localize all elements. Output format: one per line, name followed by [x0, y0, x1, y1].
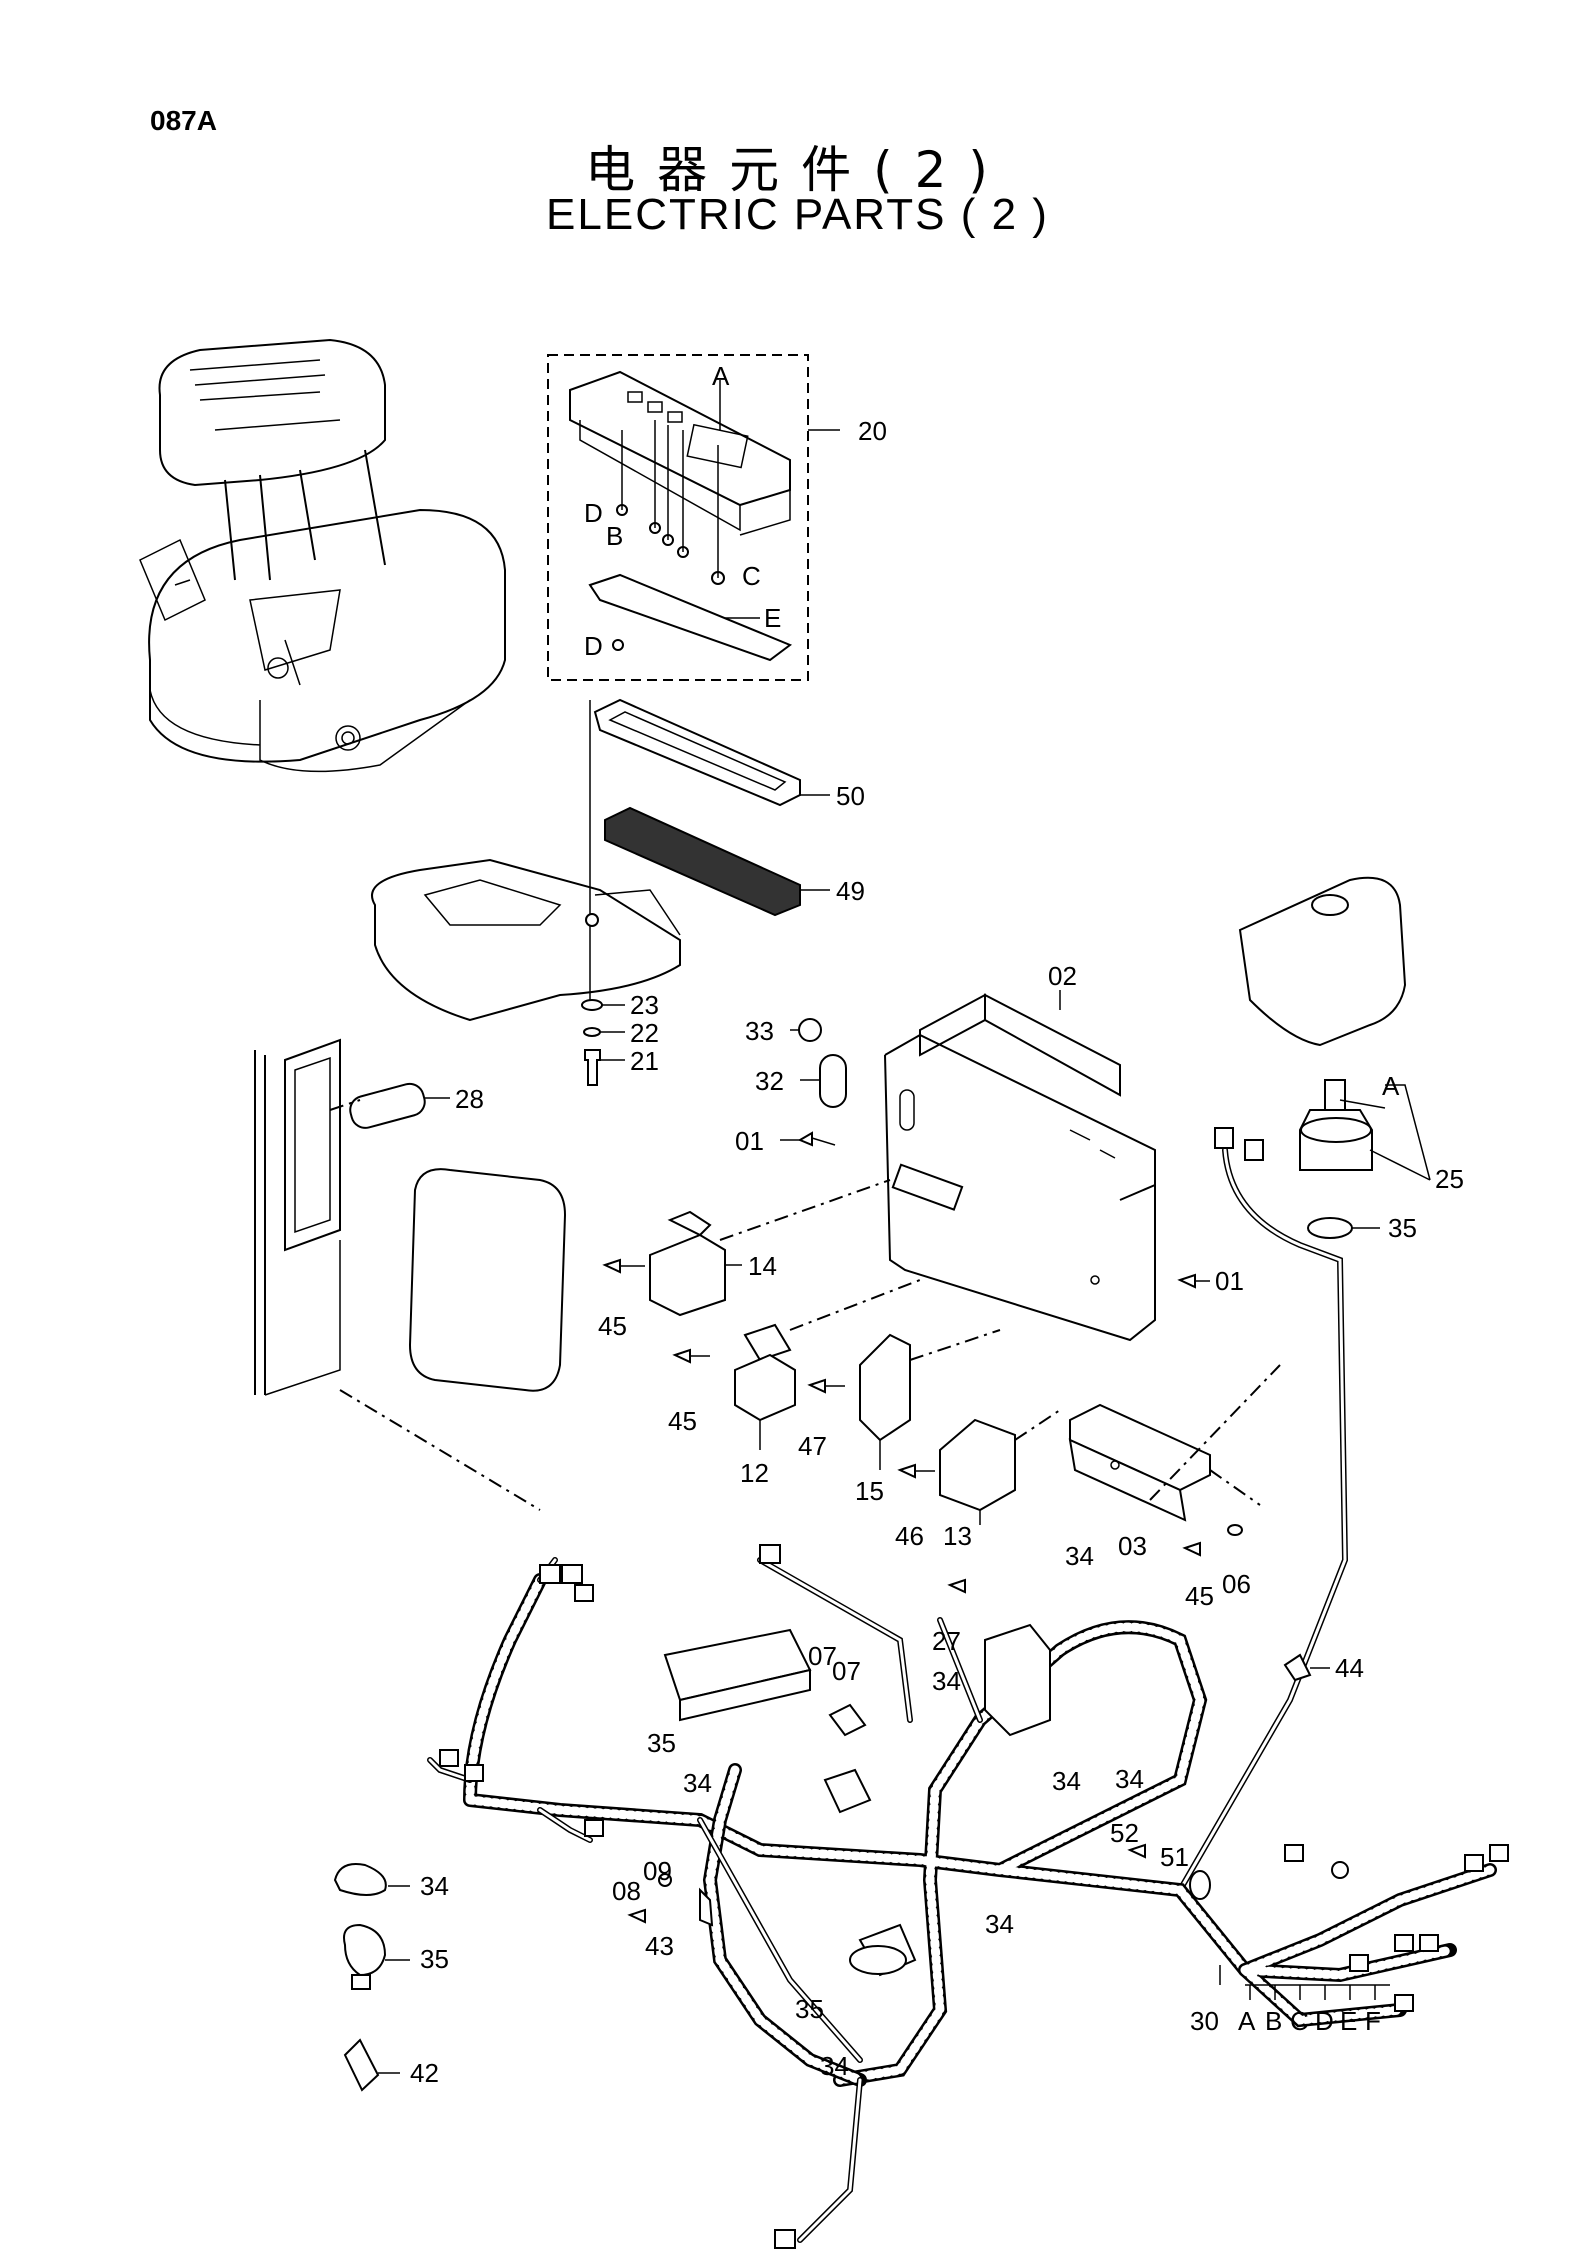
callout-01: 01 [735, 1126, 764, 1156]
callout-45: 45 [598, 1311, 627, 1341]
callout-09: 09 [643, 1856, 672, 1886]
callout-35: 35 [1388, 1213, 1417, 1243]
callout-42: 42 [410, 2058, 439, 2088]
relay-mounting-bracket [884, 990, 1156, 1342]
monitor-assembly [547, 354, 840, 681]
callout-35-2: 35 [647, 1728, 676, 1758]
callout-e: E [764, 603, 781, 633]
callout-02: 02 [1048, 961, 1077, 991]
key-switch-assembly [1177, 876, 1431, 1893]
relay-bracket-03 [1068, 1364, 1281, 1522]
monitor-gasket-and-cushion [593, 698, 830, 917]
callout-33: 33 [745, 1016, 774, 1046]
callout-22: 22 [630, 1018, 659, 1048]
small-screws [602, 1258, 1243, 1557]
branch-e: E [1340, 2006, 1357, 2036]
callout-47: 47 [798, 1431, 827, 1461]
callout-34-4: 34 [1052, 1766, 1081, 1796]
callout-34-2: 34 [932, 1666, 961, 1696]
callout-14: 14 [748, 1251, 777, 1281]
callout-c: C [742, 561, 761, 591]
callout-27: 27 [932, 1626, 961, 1656]
callout-49: 49 [836, 876, 865, 906]
callout-13: 13 [943, 1521, 972, 1551]
callout-25: 25 [1435, 1164, 1464, 1194]
callout-35-3: 35 [795, 1994, 824, 2024]
callout-32: 32 [755, 1066, 784, 1096]
callout-34-3: 34 [683, 1768, 712, 1798]
callout-labels: 20 A D B C E D 50 49 23 22 21 28 33 32 0… [410, 361, 1464, 2088]
callout-a-2: A [1382, 1071, 1400, 1101]
callout-08: 08 [612, 1876, 641, 1906]
wiring-harness [427, 1544, 1509, 2249]
callout-d: D [584, 498, 603, 528]
callout-01-2: 01 [1215, 1266, 1244, 1296]
callout-34-6: 34 [985, 1909, 1014, 1939]
branch-a: A [1238, 2006, 1256, 2036]
callout-50: 50 [836, 781, 865, 811]
callout-34: 34 [1065, 1541, 1094, 1571]
mounting-hardware [581, 999, 625, 1086]
diagram-title-english: ELECTRIC PARTS ( 2 ) [546, 190, 1049, 239]
callout-52: 52 [1110, 1818, 1139, 1848]
callout-30: 30 [1190, 2006, 1219, 2036]
callout-45-3: 45 [1185, 1581, 1214, 1611]
callout-45-2: 45 [668, 1406, 697, 1436]
callout-23: 23 [630, 990, 659, 1020]
callout-20: 20 [858, 416, 887, 446]
callout-d-2: D [584, 631, 603, 661]
callout-21: 21 [630, 1046, 659, 1076]
callout-15: 15 [855, 1476, 884, 1506]
branch-d: D [1315, 2006, 1334, 2036]
callout-35-4: 35 [420, 1944, 449, 1974]
callout-34-7: 34 [820, 2051, 849, 2081]
callout-44: 44 [1335, 1653, 1364, 1683]
clamp-legend [333, 1863, 410, 2092]
callout-34-8: 34 [420, 1871, 449, 1901]
callout-03: 03 [1118, 1531, 1147, 1561]
cab-dash-panel [371, 700, 681, 1022]
diagram-title-chinese: 电器元件(2) [585, 141, 1010, 199]
callout-a: A [712, 361, 730, 391]
harness-branch-labels: 30 A B C D E F [1190, 1965, 1390, 2036]
branch-f: F [1365, 2006, 1381, 2036]
callout-b: B [606, 521, 623, 551]
callout-12: 12 [740, 1458, 769, 1488]
callout-34-5: 34 [1115, 1764, 1144, 1794]
callout-07: 07 [808, 1641, 837, 1671]
callout-07-2: 07 [832, 1656, 861, 1686]
machine-overview-illustration [139, 338, 506, 773]
branch-b: B [1265, 2006, 1282, 2036]
callout-43: 43 [645, 1931, 674, 1961]
grommet-clip-bolt [780, 1018, 847, 1147]
page-code: 087A [150, 105, 217, 136]
callout-46: 46 [895, 1521, 924, 1551]
relays [649, 1179, 1061, 1525]
branch-c: C [1290, 2006, 1309, 2036]
callout-06: 06 [1222, 1569, 1251, 1599]
callout-51: 51 [1160, 1842, 1189, 1872]
callout-28: 28 [455, 1084, 484, 1114]
cab-frame-and-window [254, 1038, 567, 1511]
